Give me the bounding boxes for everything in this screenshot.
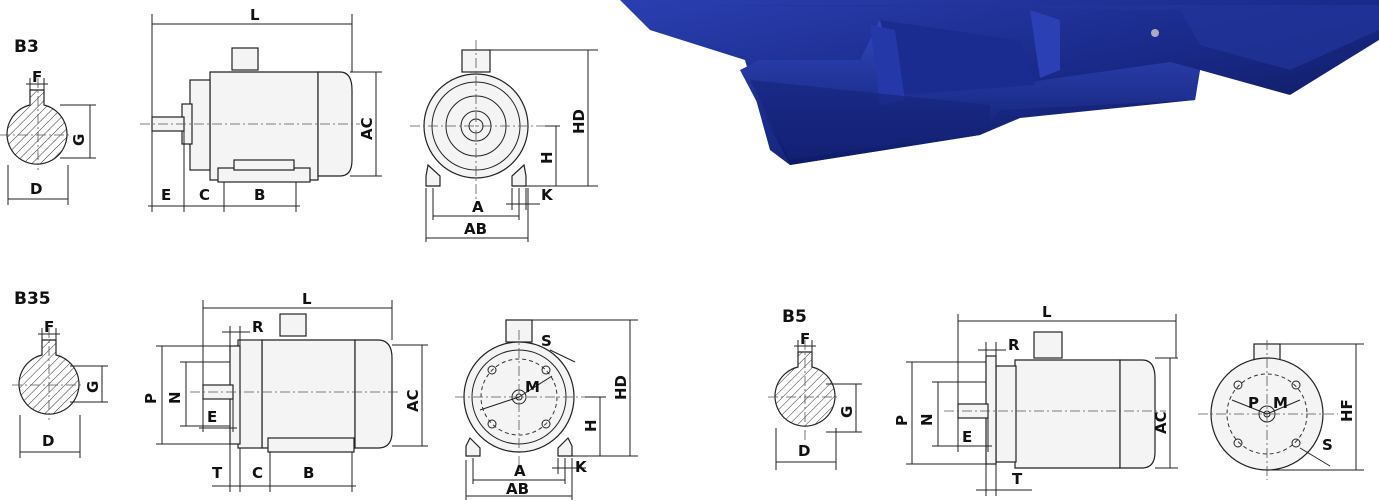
b35-label-L: L: [302, 290, 312, 308]
b3-shaft-section: F G D: [0, 68, 96, 205]
b35-label-R: R: [252, 318, 264, 336]
b35-shaft-section: F G D: [12, 318, 108, 458]
b5-label-P: P: [893, 415, 911, 426]
b35-label-B: B: [303, 464, 314, 482]
b35-label-H: H: [582, 419, 600, 432]
b5-label-M: M: [1273, 394, 1288, 412]
b3-label-AC: AC: [358, 117, 376, 140]
b5-label-N: N: [918, 413, 936, 426]
b5-title: B5: [782, 307, 807, 327]
b35-front-view: S M HD H K A AB: [455, 319, 638, 500]
b3-label-K: K: [541, 186, 554, 204]
b5-label-F: F: [800, 330, 810, 348]
b35-label-G: G: [84, 381, 102, 393]
b3-label-F: F: [32, 68, 42, 86]
b35-title: B35: [14, 289, 51, 309]
b5-label-R: R: [1008, 336, 1020, 354]
b35-label-A: A: [514, 462, 526, 480]
b5-front-view: P M S HF: [1198, 340, 1364, 480]
b35-label-M: M: [525, 378, 540, 396]
b35-label-HD: HD: [612, 375, 630, 400]
b3-front-view: HD H K A AB: [410, 40, 598, 242]
motor-photo: [620, 0, 1379, 165]
b35-side-view: L R P N E AC T C B: [142, 290, 428, 492]
b3-side-view: L AC E C B: [140, 6, 382, 212]
b5-label-D: D: [798, 442, 810, 460]
b3-label-L: L: [250, 6, 260, 24]
b3-title: B3: [14, 37, 39, 57]
b5-label-HF: HF: [1338, 399, 1356, 422]
b3-label-H: H: [538, 151, 556, 164]
b35-label-AB: AB: [506, 480, 529, 498]
b35-label-D: D: [42, 432, 54, 450]
b35-label-T: T: [212, 464, 223, 482]
b5-label-L: L: [1042, 303, 1052, 321]
b3-view: B3 F G D: [0, 6, 598, 242]
b3-label-C: C: [199, 186, 210, 204]
b3-label-HD: HD: [570, 109, 588, 134]
b35-label-N: N: [166, 391, 184, 404]
b5-label-P: P: [1248, 394, 1259, 412]
b5-label-S: S: [1322, 436, 1333, 454]
b35-view: B35 F G D L: [12, 289, 638, 500]
b35-label-S: S: [541, 332, 552, 350]
b35-label-P: P: [142, 393, 160, 404]
b35-label-F: F: [44, 318, 54, 336]
b3-label-D: D: [30, 180, 42, 198]
b35-label-AC: AC: [404, 389, 422, 412]
b5-shaft-section: F G D: [768, 330, 862, 470]
b3-label-AB: AB: [464, 220, 487, 238]
b5-side-view: L R P N E AC T: [893, 303, 1178, 496]
b35-label-K: K: [575, 458, 588, 476]
b3-label-B: B: [254, 186, 265, 204]
b5-label-G: G: [838, 406, 856, 418]
b3-label-G: G: [70, 134, 88, 146]
b3-label-E: E: [161, 186, 171, 204]
b35-label-E: E: [207, 408, 217, 426]
b5-label-AC: AC: [1152, 411, 1170, 434]
b5-label-T: T: [1012, 470, 1023, 488]
b5-label-E: E: [962, 428, 972, 446]
b5-view: B5 F G D L: [768, 303, 1364, 496]
b3-label-A: A: [472, 198, 484, 216]
b35-label-C: C: [252, 464, 263, 482]
